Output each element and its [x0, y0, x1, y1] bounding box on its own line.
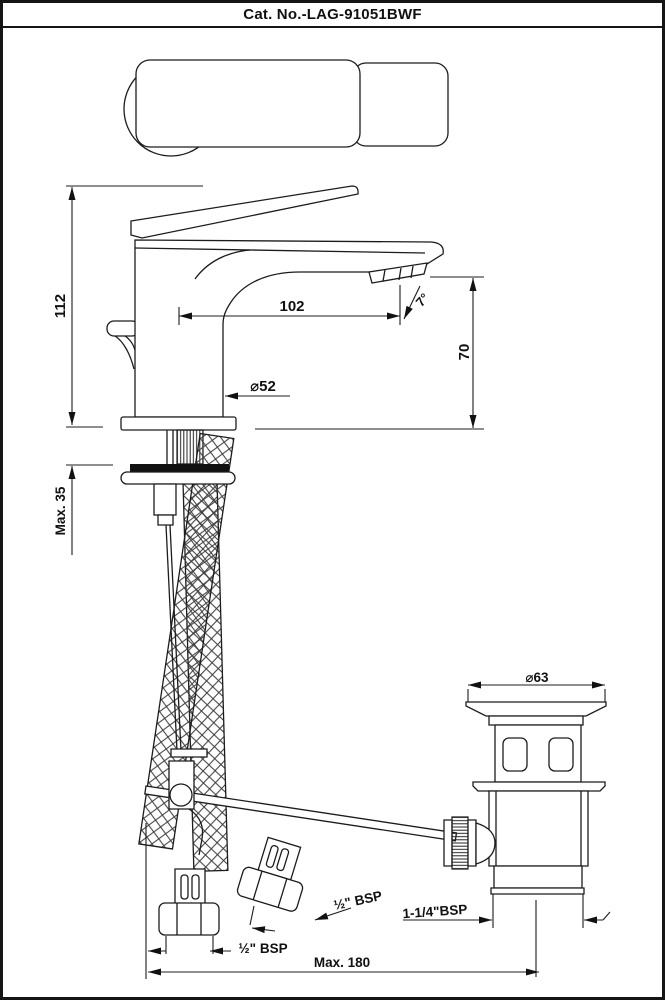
left-collar-slot-2: [192, 875, 199, 899]
right-collar-slot-2: [276, 848, 289, 871]
left-crimp-collar: [175, 869, 205, 905]
clamp-thumbscrew: [170, 784, 192, 806]
bsp-right-label: ½" BSP: [332, 888, 383, 913]
top-view-lever: [136, 60, 360, 147]
rod-collar: [171, 749, 207, 757]
rod-hook: [189, 809, 203, 855]
angle-line: [404, 286, 420, 319]
right-hose-braided: [139, 433, 234, 848]
left-collar-slot-1: [181, 875, 188, 899]
ext-ticks: [166, 936, 213, 954]
lever-handle: [131, 186, 358, 238]
faucet-technical-drawing: 112 Max. 35 102 7° 70 ⌀52: [52, 3, 665, 1000]
dim-max-reach-180: Max. 180: [146, 823, 539, 979]
catalog-number: Cat. No.-LAG-91051BWF: [243, 6, 422, 23]
rod-nut-cap-right: [468, 820, 476, 866]
dim-112-label: 112: [52, 294, 69, 318]
rubber-gasket: [130, 464, 229, 474]
left-hose-fitting: [159, 869, 219, 935]
base-plate: [121, 417, 236, 430]
aerator-segments: [383, 266, 413, 281]
right-hex-nut: [236, 866, 304, 913]
rod-knurled-nut: [452, 817, 468, 869]
side-knob: [107, 321, 139, 336]
side-knob-neck: [115, 336, 134, 369]
waste-lower-body-walls: [496, 791, 581, 866]
mounting-nut-tip: [158, 515, 173, 525]
waste-flange: [466, 702, 606, 716]
dim-spout-reach-102: 102: [179, 298, 400, 325]
ext-tick: [250, 906, 254, 925]
pop-up-rod-assembly: [145, 749, 457, 855]
waste-lower-body: [489, 791, 588, 866]
dim-inlet-thread-left: ½" BSP: [148, 936, 288, 956]
waste-window-left: [503, 738, 527, 771]
title-bar: Cat. No.-LAG-91051BWF: [3, 3, 662, 28]
dim-body-diameter-52: ⌀52: [225, 378, 290, 400]
top-view-spout: [353, 63, 448, 146]
rod-nut-cap-left: [444, 820, 452, 866]
waste-window-right: [549, 738, 573, 771]
dim-102-label: 102: [279, 298, 304, 315]
faucet-top-view: [124, 60, 448, 156]
rod-socket-dome: [476, 823, 495, 864]
spout-inner-arc: [195, 250, 250, 279]
right-hex-nut-facets: [253, 871, 287, 907]
leader-line: [315, 908, 351, 920]
angle-7-label: 7°: [413, 290, 432, 309]
bsp-left-label: ½" BSP: [238, 941, 287, 956]
waste-tailpiece-lip: [491, 888, 584, 894]
drain-assembly: [444, 702, 606, 894]
dim-max-deck-35: Max. 35: [53, 465, 113, 555]
dim-waste-flange-63: ⌀63: [468, 670, 605, 702]
dim-spray-angle-7: 7°: [400, 285, 432, 325]
waste-tailpiece: [494, 866, 582, 888]
right-hose-fitting: [236, 833, 314, 912]
dim-overall-height-112: 112: [52, 186, 203, 427]
left-hex-nut: [159, 903, 219, 935]
pull-rod-upper: [167, 430, 173, 464]
left-hex-nut-facets: [177, 903, 201, 935]
dia-63-label: ⌀63: [525, 670, 549, 685]
mounting-washer: [121, 472, 235, 484]
leader-tail: [603, 912, 610, 920]
mounting-nut: [154, 484, 176, 515]
faucet-front-view: [107, 186, 443, 417]
dim-70-label: 70: [456, 344, 473, 361]
dim-waste-thread-114: 1-1/4"BSP: [402, 894, 610, 928]
dim-max35-label: Max. 35: [53, 486, 68, 535]
waste-mid-flange: [473, 782, 605, 791]
ext-lines: [493, 894, 583, 928]
waste-collar: [489, 716, 583, 725]
faucet-body-outline: [135, 240, 443, 417]
bsp-114-label: 1-1/4"BSP: [402, 902, 468, 921]
right-collar-slot-1: [266, 845, 279, 868]
dim-spout-height-70: 70: [255, 277, 484, 429]
arrow-tick: [252, 926, 275, 934]
ext-ticks: [468, 689, 605, 702]
pull-rod: [166, 525, 181, 751]
dia-52-label: ⌀52: [250, 378, 276, 395]
body-cap-line: [135, 248, 425, 253]
max-180-label: Max. 180: [314, 955, 370, 970]
